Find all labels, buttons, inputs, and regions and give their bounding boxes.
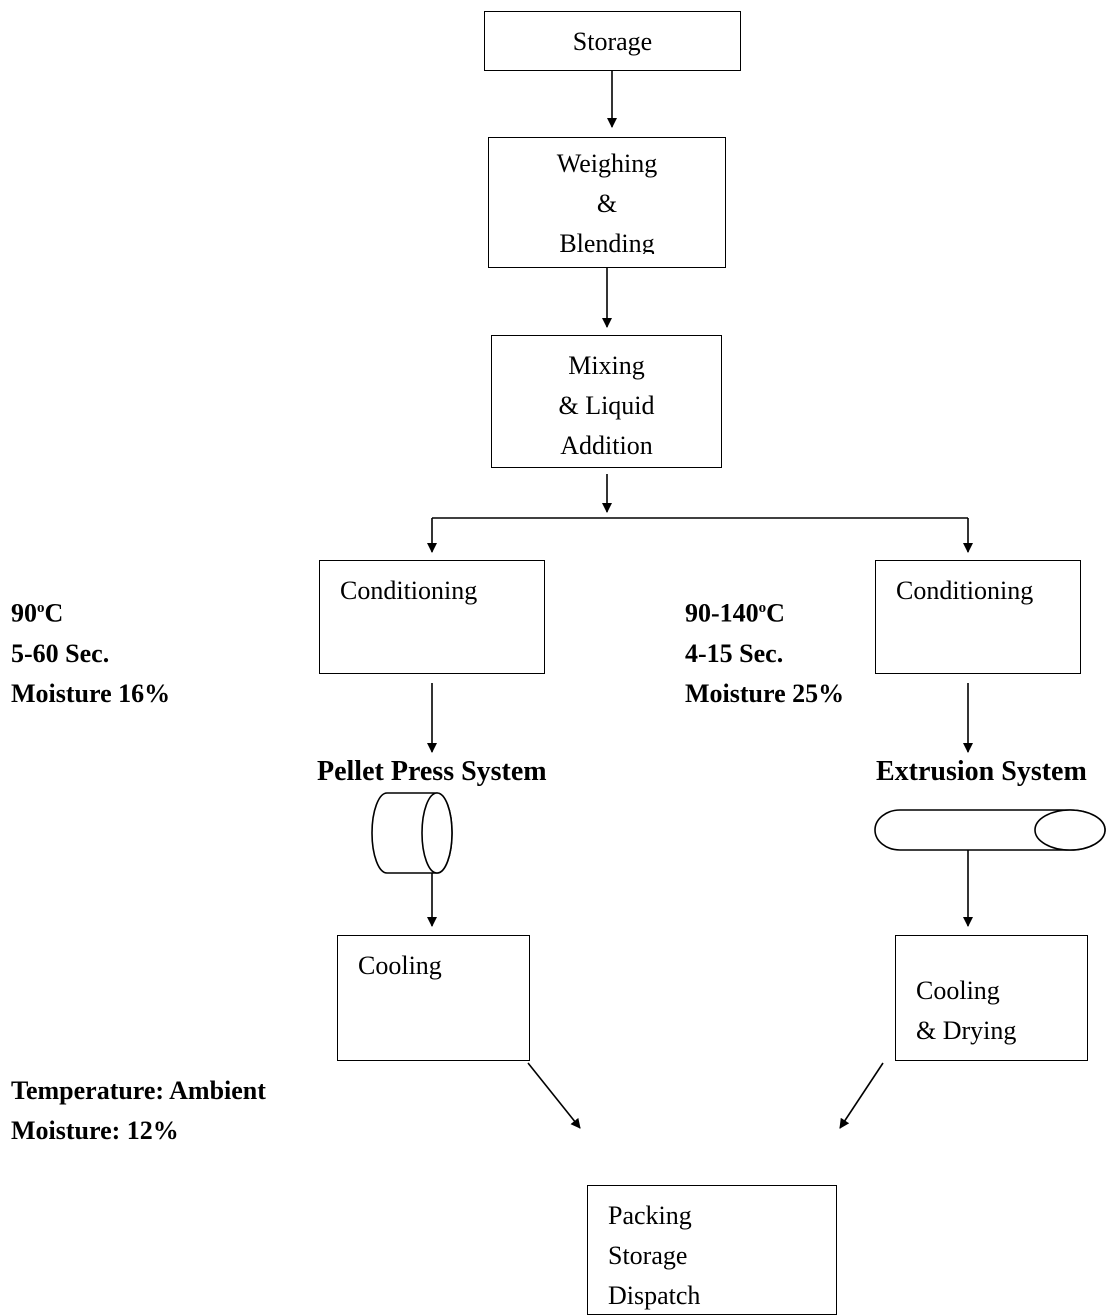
packing-label: Packing (608, 1201, 692, 1230)
cooling-drying-box: Cooling & Drying (895, 935, 1088, 1061)
arrow-cooling-drying-to-packing (839, 1062, 884, 1129)
cooling-left-label: Cooling (358, 951, 442, 980)
arrow-cooling-to-packing (527, 1062, 581, 1129)
addition-label: Addition (560, 431, 653, 460)
weighing-blending-box: Weighing & Blending (488, 137, 726, 268)
pellet-press-system-label: Pellet Press System (317, 756, 547, 787)
extrusion-system-label: Extrusion System (876, 756, 1087, 787)
packing-storage-dispatch-box: Packing Storage Dispatch (587, 1185, 837, 1315)
conditioning-left-box: Conditioning (319, 560, 545, 674)
blending-label: Blending (559, 229, 655, 254)
cooling-left-box: Cooling (337, 935, 530, 1061)
storage-label: Storage (572, 27, 653, 56)
mixing-liquid-box: Mixing & Liquid Addition (491, 335, 722, 468)
pellet-conditions: 90oC 5-60 Sec. Moisture 16% (11, 588, 170, 714)
pellet-press-icon (371, 792, 453, 874)
mixing-label: Mixing (568, 351, 645, 380)
dispatch-label: Dispatch (608, 1281, 701, 1310)
conditioning-right-box: Conditioning (875, 560, 1081, 674)
conditioning-right-label: Conditioning (896, 576, 1034, 605)
conditioning-left-label: Conditioning (340, 576, 478, 605)
pellet-time: 5-60 Sec. (11, 638, 110, 668)
final-moisture: Moisture: 12% (11, 1116, 179, 1145)
cooling-right-label: Cooling (916, 976, 1000, 1005)
extrusion-conditions: 90-140oC 4-15 Sec. Moisture 25% (685, 588, 844, 714)
final-temperature: Temperature: Ambient (11, 1076, 266, 1105)
pellet-temperature: 90oC (11, 598, 64, 628)
weighing-label: Weighing (556, 149, 658, 178)
liquid-label: & Liquid (558, 391, 655, 420)
final-conditions: Temperature: Ambient Moisture: 12% (11, 1071, 266, 1151)
weighing-ampersand: & (596, 189, 618, 218)
storage-final-label: Storage (608, 1241, 688, 1270)
extrusion-time: 4-15 Sec. (685, 638, 784, 668)
extruder-icon (874, 809, 1106, 851)
drying-label: & Drying (916, 1016, 1017, 1045)
pellet-moisture: Moisture 16% (11, 678, 171, 708)
storage-box: Storage (484, 11, 741, 71)
extrusion-moisture: Moisture 25% (685, 678, 845, 708)
extrusion-temperature: 90-140oC (685, 598, 785, 628)
